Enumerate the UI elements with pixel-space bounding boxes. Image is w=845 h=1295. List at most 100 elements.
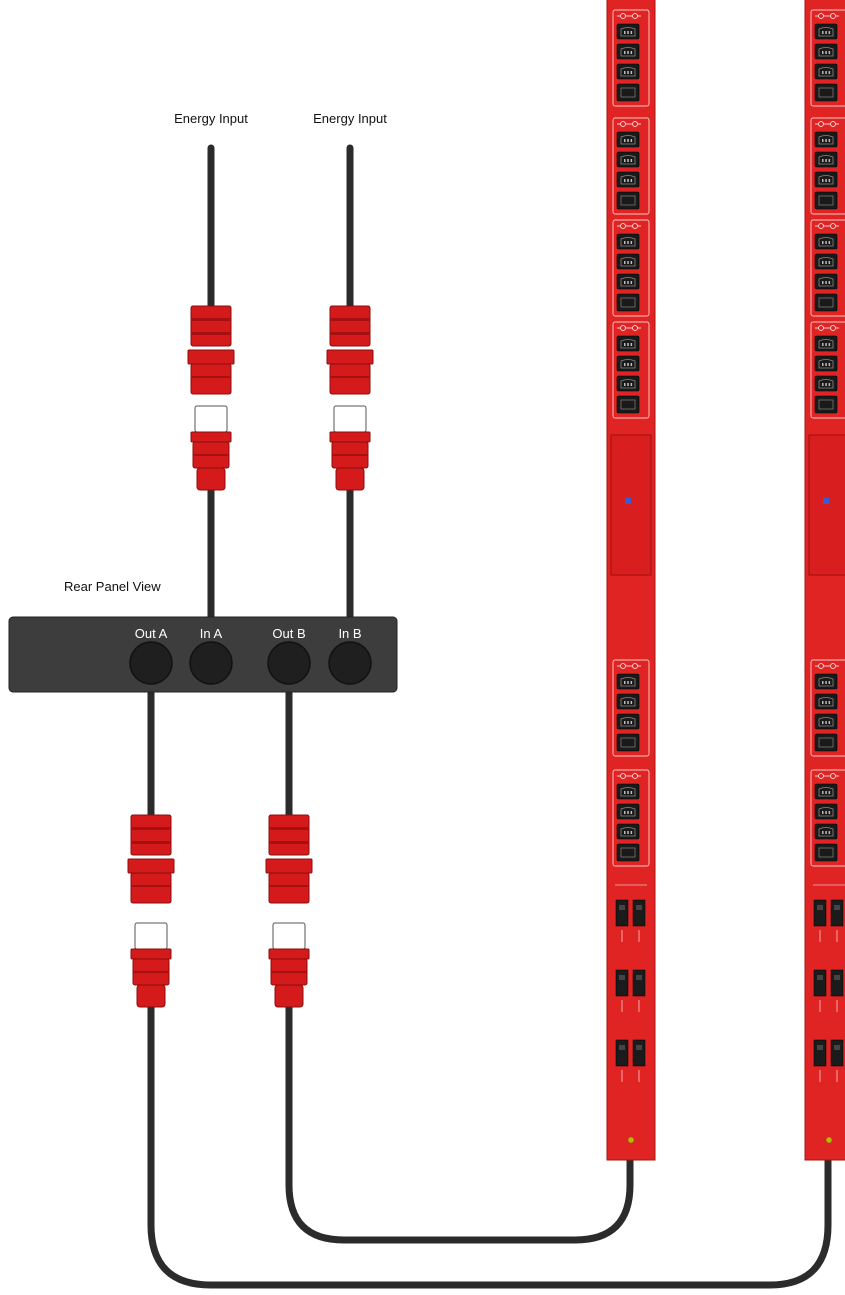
outlet-c13 [814,783,838,800]
outlet-pin [624,681,626,684]
status-led [627,1136,635,1144]
outlet-socket [620,807,636,817]
circuit-breaker [615,1039,646,1082]
outlet-pin [630,179,633,182]
outlet-pin [630,831,633,834]
breaker-toggle [817,905,823,910]
in-b-female-connector [329,405,371,491]
pdu-logo-mark [625,498,631,504]
outlet-c13 [616,375,640,392]
outlet-pin [624,241,626,244]
outlet-pin [828,681,831,684]
outlet-pin [828,71,831,74]
outlet-pin [828,701,831,704]
outlet-socket [620,827,636,837]
out-b-to-pdu-1-cable [285,996,634,1244]
out-a-male-plug [127,814,175,904]
outlet-pin [825,831,827,834]
outlet-body [616,191,640,210]
group-link-node [830,121,836,127]
outlet-pin [822,791,824,794]
outlet-pin [822,363,824,366]
outlet-socket [620,787,636,797]
breaker-toggle [834,975,840,980]
breaker-toggle [834,905,840,910]
outlet-c13 [814,673,838,690]
group-link-node [818,773,824,779]
outlet-pin [825,241,827,244]
outlet-body [814,83,838,102]
port-out-a[interactable] [129,641,173,685]
outlet-group-frame [810,321,845,419]
port-in-b-label: In B [338,626,361,641]
outlet-pin [627,31,629,34]
outlet-body [814,395,838,414]
outlet-c13 [616,253,640,270]
outlet-c13 [616,43,640,60]
port-out-b-label: Out B [272,626,305,641]
outlet-socket [818,359,834,369]
port-out-a-label: Out A [135,626,168,641]
status-led [825,1136,833,1144]
outlet-c19 [616,733,640,752]
group-link-node [830,13,836,19]
outlet-pin [627,701,629,704]
port-out-b[interactable] [267,641,311,685]
outlet-body [814,733,838,752]
group-link-node [830,663,836,669]
outlet-c13 [616,23,640,40]
outlet-c19 [616,293,640,312]
outlet-pin [627,281,629,284]
outlet-pin [627,179,629,182]
breaker-toggle [817,1045,823,1050]
outlet-pin [627,831,629,834]
outlet-pin [627,159,629,162]
outlet-c19 [814,293,838,312]
breaker-switch [632,1039,646,1067]
energy-input-a-label: Energy Input [174,111,248,126]
out-a-female-connector [130,922,172,1008]
outlet-pin [825,811,827,814]
outlet-c13 [616,713,640,730]
outlet-pin [630,343,633,346]
outlet-pin [630,31,633,34]
outlet-c13 [616,823,640,840]
out-a-to-pdu-2-cable [147,996,832,1289]
outlet-c13 [814,375,838,392]
outlet-pin [624,281,626,284]
outlet-pin [825,281,827,284]
outlet-body [814,293,838,312]
outlet-pin [825,179,827,182]
outlet-c13 [814,151,838,168]
outlet-socket [818,237,834,247]
outlet-socket [818,257,834,267]
outlet-socket [818,135,834,145]
outlet-pin [822,31,824,34]
outlet-pin [630,261,633,264]
outlet-socket [818,737,834,748]
outlet-socket [818,677,834,687]
outlet-pin [828,811,831,814]
outlet-body [616,395,640,414]
outlet-group-frame [810,219,845,317]
outlet-socket [620,339,636,349]
outlet-pin [627,139,629,142]
outlet-group-frame [612,117,650,215]
group-link-node [620,663,626,669]
outlet-socket [620,257,636,267]
outlet-pin [825,721,827,724]
pdu-1 [606,0,656,1161]
out-b-female-connector [268,922,310,1008]
breaker-toggle [834,1045,840,1050]
group-link-node [620,773,626,779]
outlet-group-frame [612,659,650,757]
group-link-node [620,121,626,127]
outlet-socket [818,67,834,77]
outlet-socket [620,237,636,247]
outlet-group [612,9,650,107]
port-in-b[interactable] [328,641,372,685]
outlet-c19 [616,83,640,102]
port-in-a[interactable] [189,641,233,685]
outlet-pin [822,281,824,284]
outlet-pin [627,721,629,724]
